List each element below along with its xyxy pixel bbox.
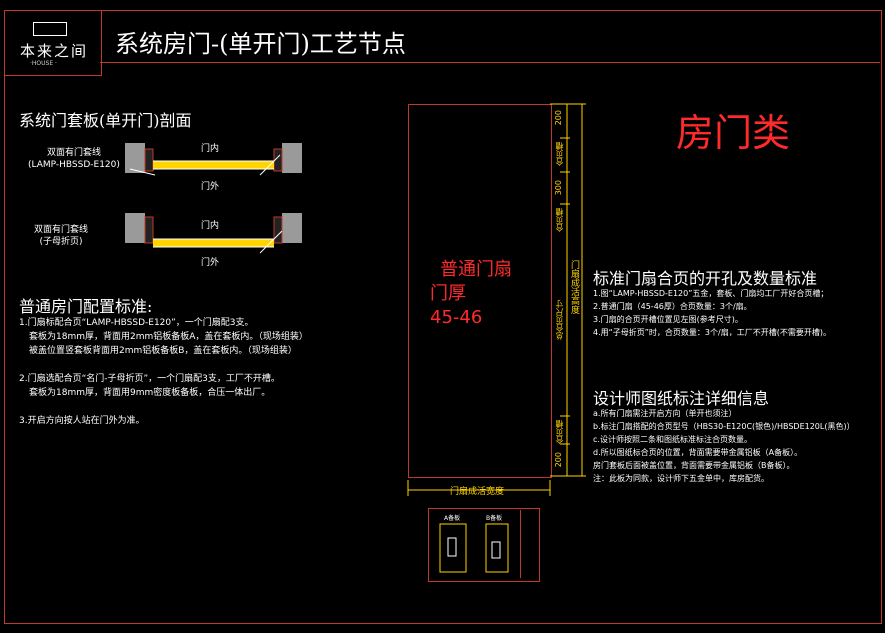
profile-row2	[125, 213, 302, 254]
wall-left-2	[125, 213, 145, 243]
door-in-label-2: 门内	[201, 221, 220, 231]
profile-row2-label: 双面有门套线 (子母折页)	[34, 225, 89, 247]
profile-row1-label: 双面有门套线 (LAMP-HBSSD-E120)	[28, 148, 120, 170]
designer-lines: a.所有门扇需注开启方向（单开也须注） b.标注门扇搭配的合页型号（HBS30-…	[593, 409, 855, 483]
jamb-left-1	[144, 148, 154, 172]
wall-left-1	[125, 143, 145, 173]
door-elevation	[408, 104, 552, 478]
dim-200-top: 200	[554, 110, 563, 126]
thumb-left-label: A备板	[444, 515, 461, 522]
logo-text: 本来之间	[20, 42, 89, 60]
jamb-right-2	[273, 216, 283, 244]
thumb-right-label: B备板	[486, 515, 503, 522]
dim-hinge-3: 合页槽	[555, 420, 564, 444]
thumbnail-drawing	[439, 523, 509, 573]
page-title: 系统房门-(单开门)工艺节点	[115, 30, 406, 58]
hinge-lines: 1.图“LAMP-HBSSD-E120”五金，套板、门扇均工厂开好合页槽； 2.…	[593, 289, 831, 337]
door-profile-drawing	[125, 143, 302, 254]
dim-total: 总合页尺寸	[555, 300, 564, 340]
config-lines: 1.门扇标配合页“LAMP-HBSSD-E120”，一个门扇配3支。 套板为18…	[19, 318, 308, 426]
jamb-right-1	[273, 148, 283, 172]
door-out-label-1: 门外	[201, 182, 220, 192]
door-width-label: 门扇成活宽度	[450, 487, 505, 497]
door-leaf-1	[153, 161, 274, 169]
door-height-label: 门扇成活高度	[569, 260, 579, 314]
door-label: 普通门扇 门厚 45-46	[430, 259, 512, 328]
category-label: 房门类	[676, 111, 791, 155]
dim-200-bottom: 200	[554, 452, 563, 468]
dim-300: 300	[554, 180, 563, 196]
hinge-section-title: 标准门扇合页的开孔及数量标准	[593, 269, 818, 288]
door-leaf-2	[153, 239, 274, 247]
logo-subtext: ·HOUSE ·	[30, 60, 57, 67]
thumbnail-title-block	[520, 510, 537, 578]
jamb-left-2	[144, 216, 154, 244]
wall-right-1	[282, 143, 302, 173]
profile-section-title: 系统门套板(单开门)剖面	[19, 111, 192, 130]
door-dimensions	[407, 103, 586, 496]
door-in-label-1: 门内	[201, 144, 220, 154]
logo-icon	[33, 22, 67, 36]
logo-box	[4, 10, 102, 76]
door-out-label-2: 门外	[201, 258, 220, 268]
dim-hinge-2: 合页槽	[555, 208, 564, 232]
outer-frame	[4, 10, 882, 624]
designer-section-title: 设计师图纸标注详细信息	[593, 389, 770, 408]
config-section-title: 普通房门配置标准:	[19, 297, 153, 316]
wall-right-2	[282, 213, 302, 243]
header-rule	[100, 62, 880, 63]
thumbnail-sheet	[428, 508, 540, 582]
profile-row1	[125, 143, 302, 176]
dim-hinge-1: 合页槽	[555, 142, 564, 166]
